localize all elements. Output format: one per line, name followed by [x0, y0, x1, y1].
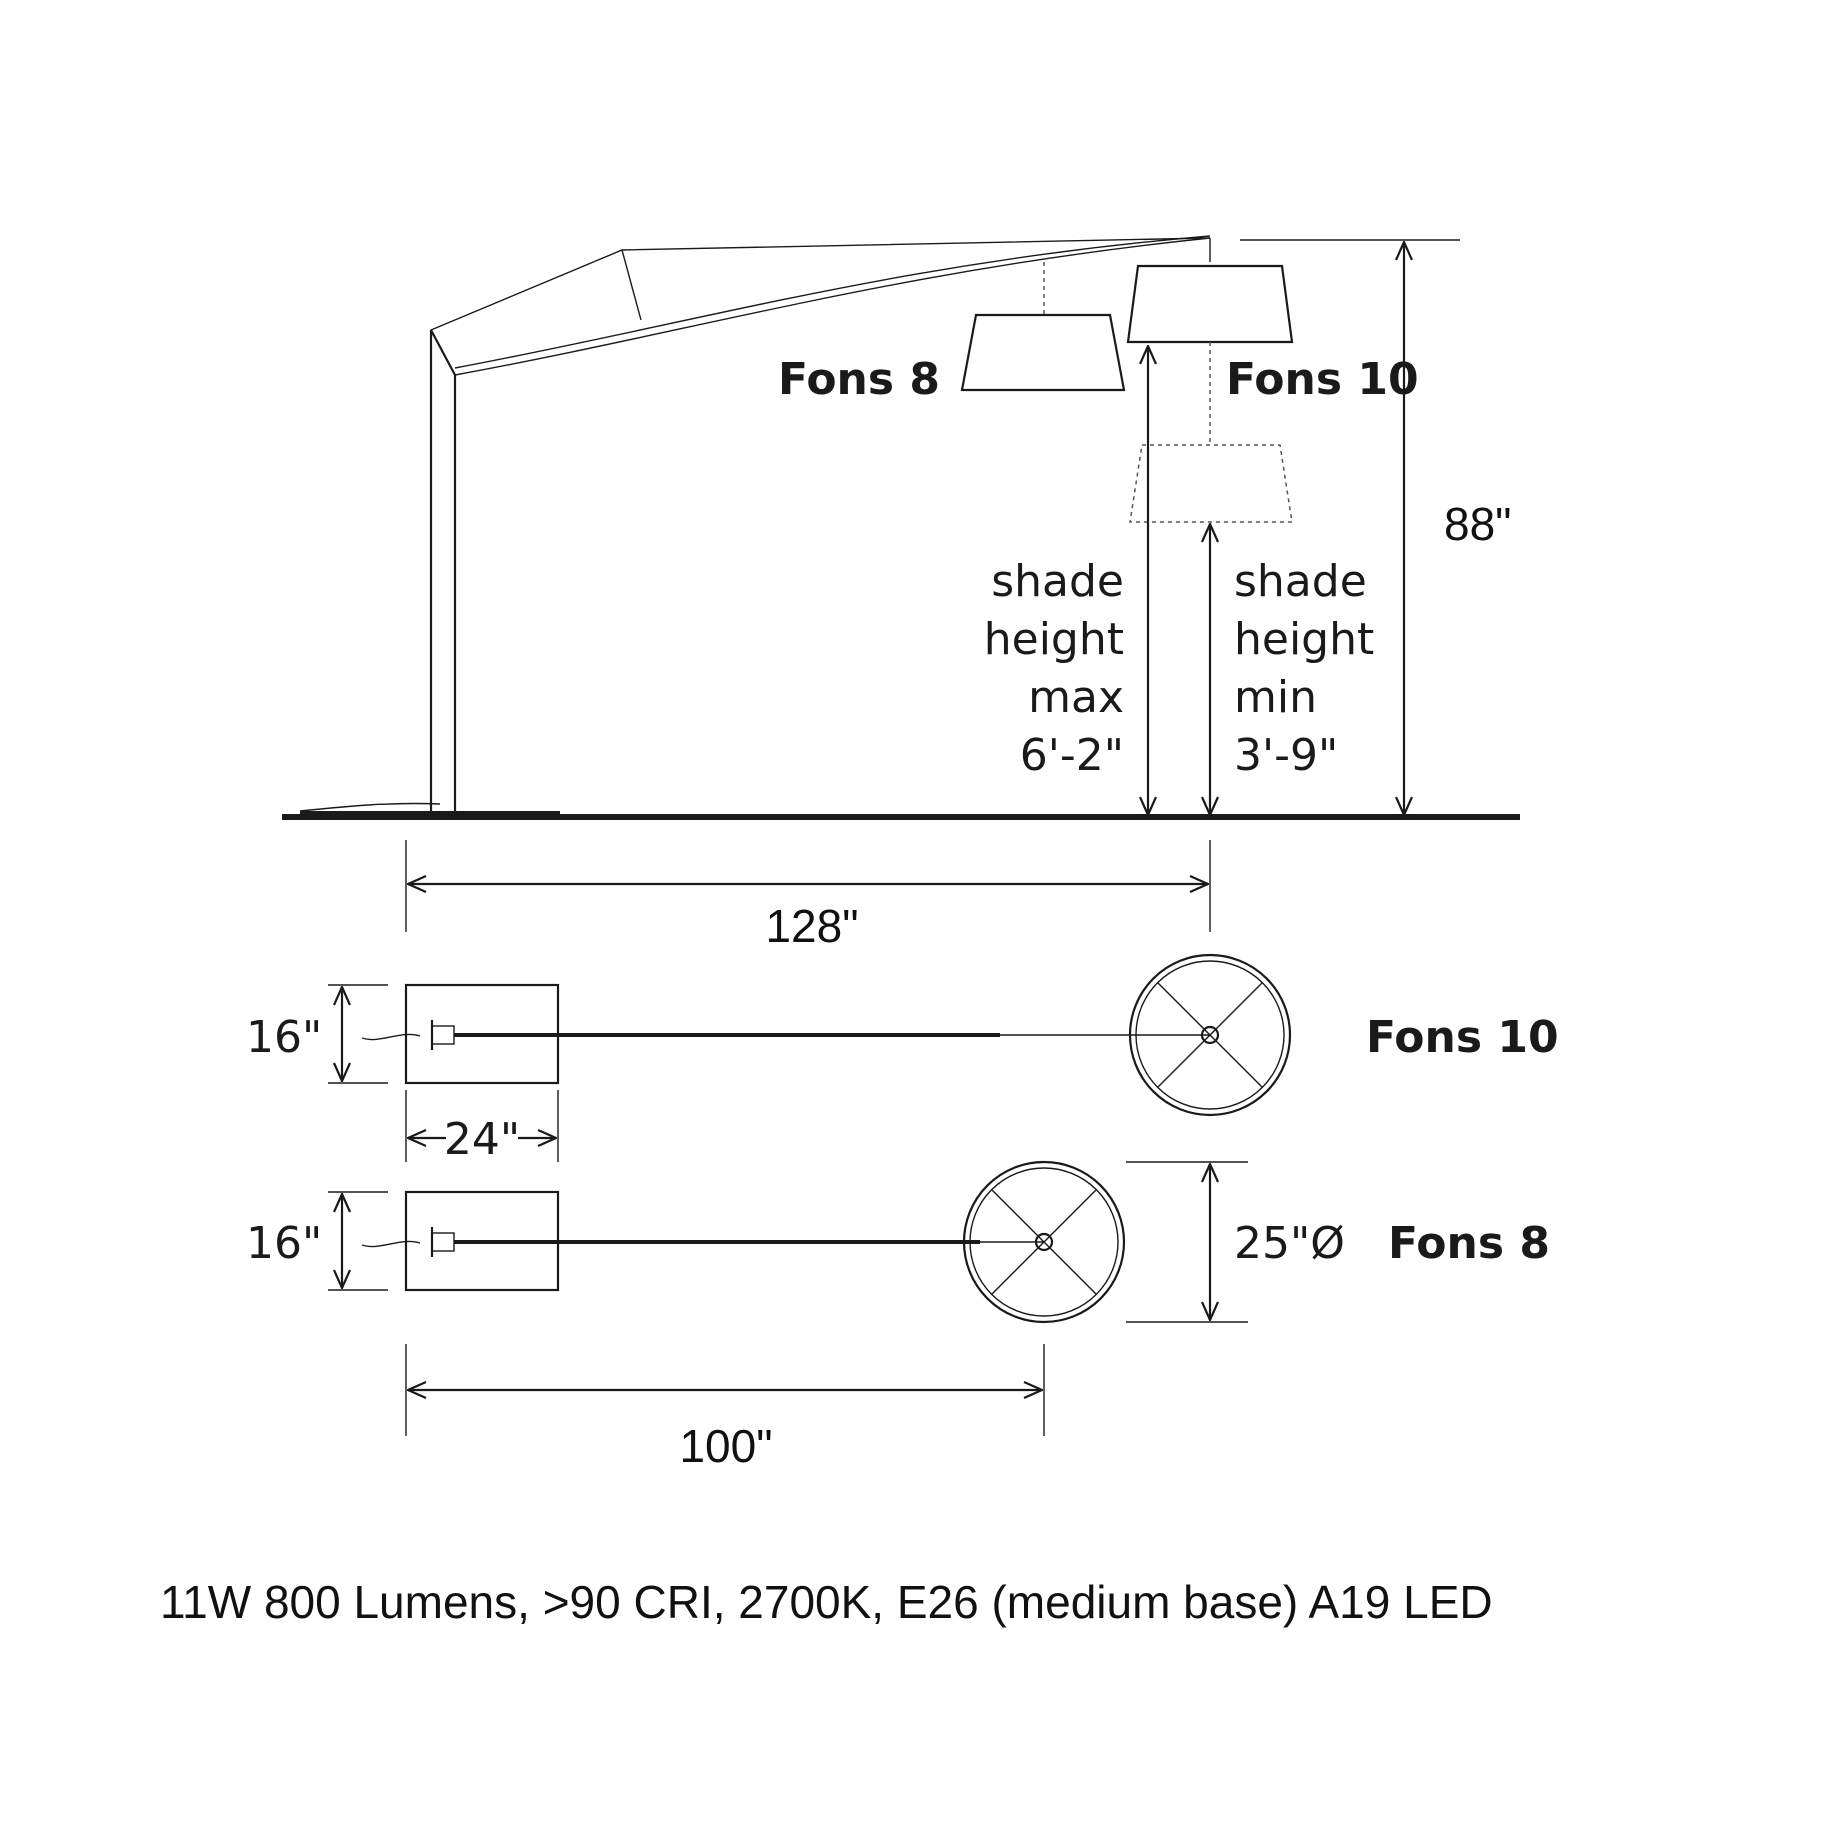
lamp-base-foot [299, 802, 441, 812]
svg-text:6'-2": 6'-2" [1020, 730, 1124, 781]
reach-100-label: 100" [679, 1420, 772, 1472]
fons8-depth-label: 16" [246, 1218, 322, 1269]
svg-text:shade: shade [1234, 556, 1367, 607]
plan-view-fons10: 16" 24" Fons 10 [246, 953, 1559, 1165]
fons8-shade-plan [962, 1160, 1126, 1324]
side-label-fons10: Fons 10 [1226, 354, 1419, 405]
shade-min-label: shade height min 3'-9" [1234, 556, 1374, 781]
base-width-label: 24" [444, 1114, 520, 1165]
fons10-shade-max [1126, 264, 1294, 344]
fons10-shade-plan [1128, 953, 1292, 1117]
fons10-pivot [431, 1025, 455, 1045]
fons8-shade [960, 313, 1126, 392]
fons8-cable [361, 1240, 421, 1248]
shade-diameter-label: 25"Ø [1234, 1218, 1345, 1269]
side-view: Fons 8 Fons 10 88" shade height max 6'-2… [282, 235, 1520, 952]
plan-label-fons10: Fons 10 [1366, 1012, 1559, 1063]
lamp-base-plate [300, 811, 560, 816]
svg-text:shade: shade [991, 556, 1124, 607]
fons10-cable [361, 1033, 421, 1041]
svg-text:max: max [1028, 672, 1124, 723]
plan-view-fons8: 16" 25"Ø Fons 8 100" [246, 1160, 1550, 1472]
svg-text:min: min [1234, 672, 1317, 723]
reach-128-label: 128" [765, 900, 858, 952]
plan-label-fons8: Fons 8 [1388, 1218, 1550, 1269]
fons8-pivot [431, 1232, 455, 1252]
svg-text:height: height [1234, 614, 1374, 665]
fons10-shade-min [1129, 444, 1293, 523]
overall-height-label: 88" [1444, 498, 1512, 550]
svg-text:height: height [984, 614, 1124, 665]
lamp-arm [430, 235, 1211, 376]
shade-max-label: shade height max 6'-2" [984, 556, 1124, 781]
bulb-spec-line: 11W 800 Lumens, >90 CRI, 2700K, E26 (med… [160, 1576, 1493, 1628]
side-label-fons8: Fons 8 [778, 354, 940, 405]
lamp-post [429, 329, 457, 811]
svg-text:3'-9": 3'-9" [1234, 730, 1338, 781]
fons10-depth-label: 16" [246, 1012, 322, 1063]
